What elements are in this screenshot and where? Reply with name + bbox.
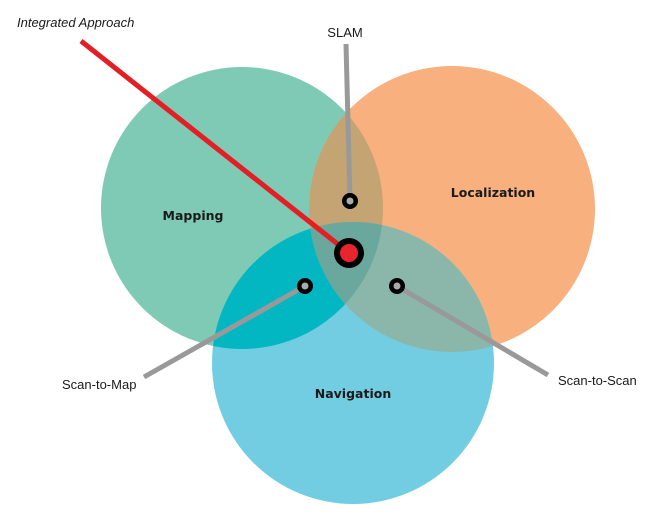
slam-label: SLAM bbox=[327, 25, 362, 40]
localization-label: Localization bbox=[451, 185, 535, 200]
scan-to-scan-leader-line bbox=[395, 283, 550, 378]
scan-to-map-region bbox=[212, 222, 383, 349]
scan-to-map-leader-line bbox=[142, 283, 307, 380]
mapping-label: Mapping bbox=[163, 208, 224, 223]
scan-to-scan-region bbox=[309, 222, 494, 352]
scan-to-map-marker bbox=[297, 278, 313, 294]
integrated-approach-marker bbox=[334, 238, 364, 268]
integrated-approach-label: Integrated Approach bbox=[17, 15, 134, 30]
slam-leader-line bbox=[343, 43, 353, 202]
scan-to-map-label: Scan-to-Map bbox=[62, 377, 136, 392]
slam-marker bbox=[342, 193, 358, 209]
scan-to-scan-label: Scan-to-Scan bbox=[558, 373, 637, 388]
navigation-label: Navigation bbox=[315, 386, 391, 401]
scan-to-scan-marker bbox=[389, 278, 405, 294]
integrated-approach-line bbox=[79, 39, 351, 255]
